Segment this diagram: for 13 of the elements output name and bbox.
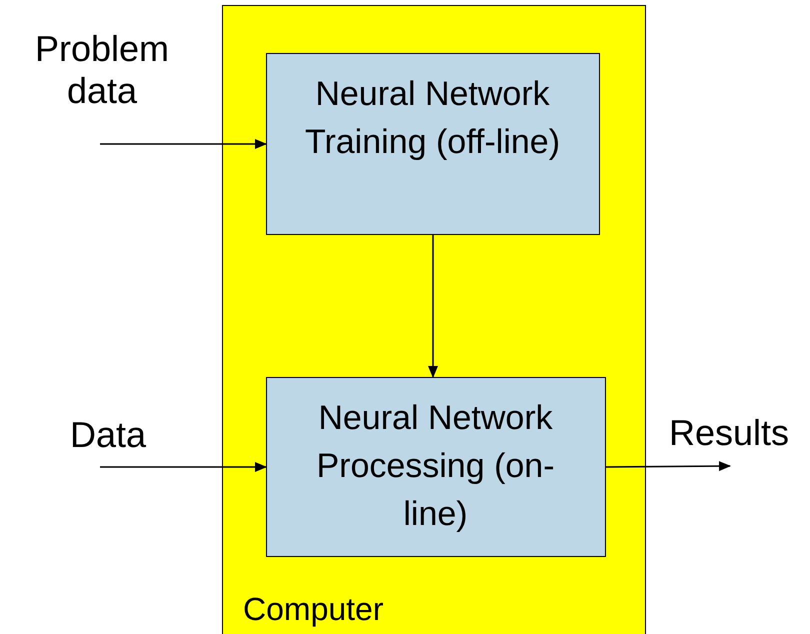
arrow-label: Results [668,412,790,454]
node-label: Neural Network Processing (on-line) [315,398,556,534]
arrow [606,461,731,472]
arrow [100,139,267,149]
process-box [266,52,600,234]
container-label: Computer [243,590,384,629]
arrow-label: Data [68,414,148,456]
computer-box [222,5,646,634]
arrow-label: Problem data [34,28,170,112]
node-label: Neural Network Training (off-line) [304,74,560,162]
arrow [428,235,438,378]
arrow [100,462,267,472]
process-box [266,376,606,556]
